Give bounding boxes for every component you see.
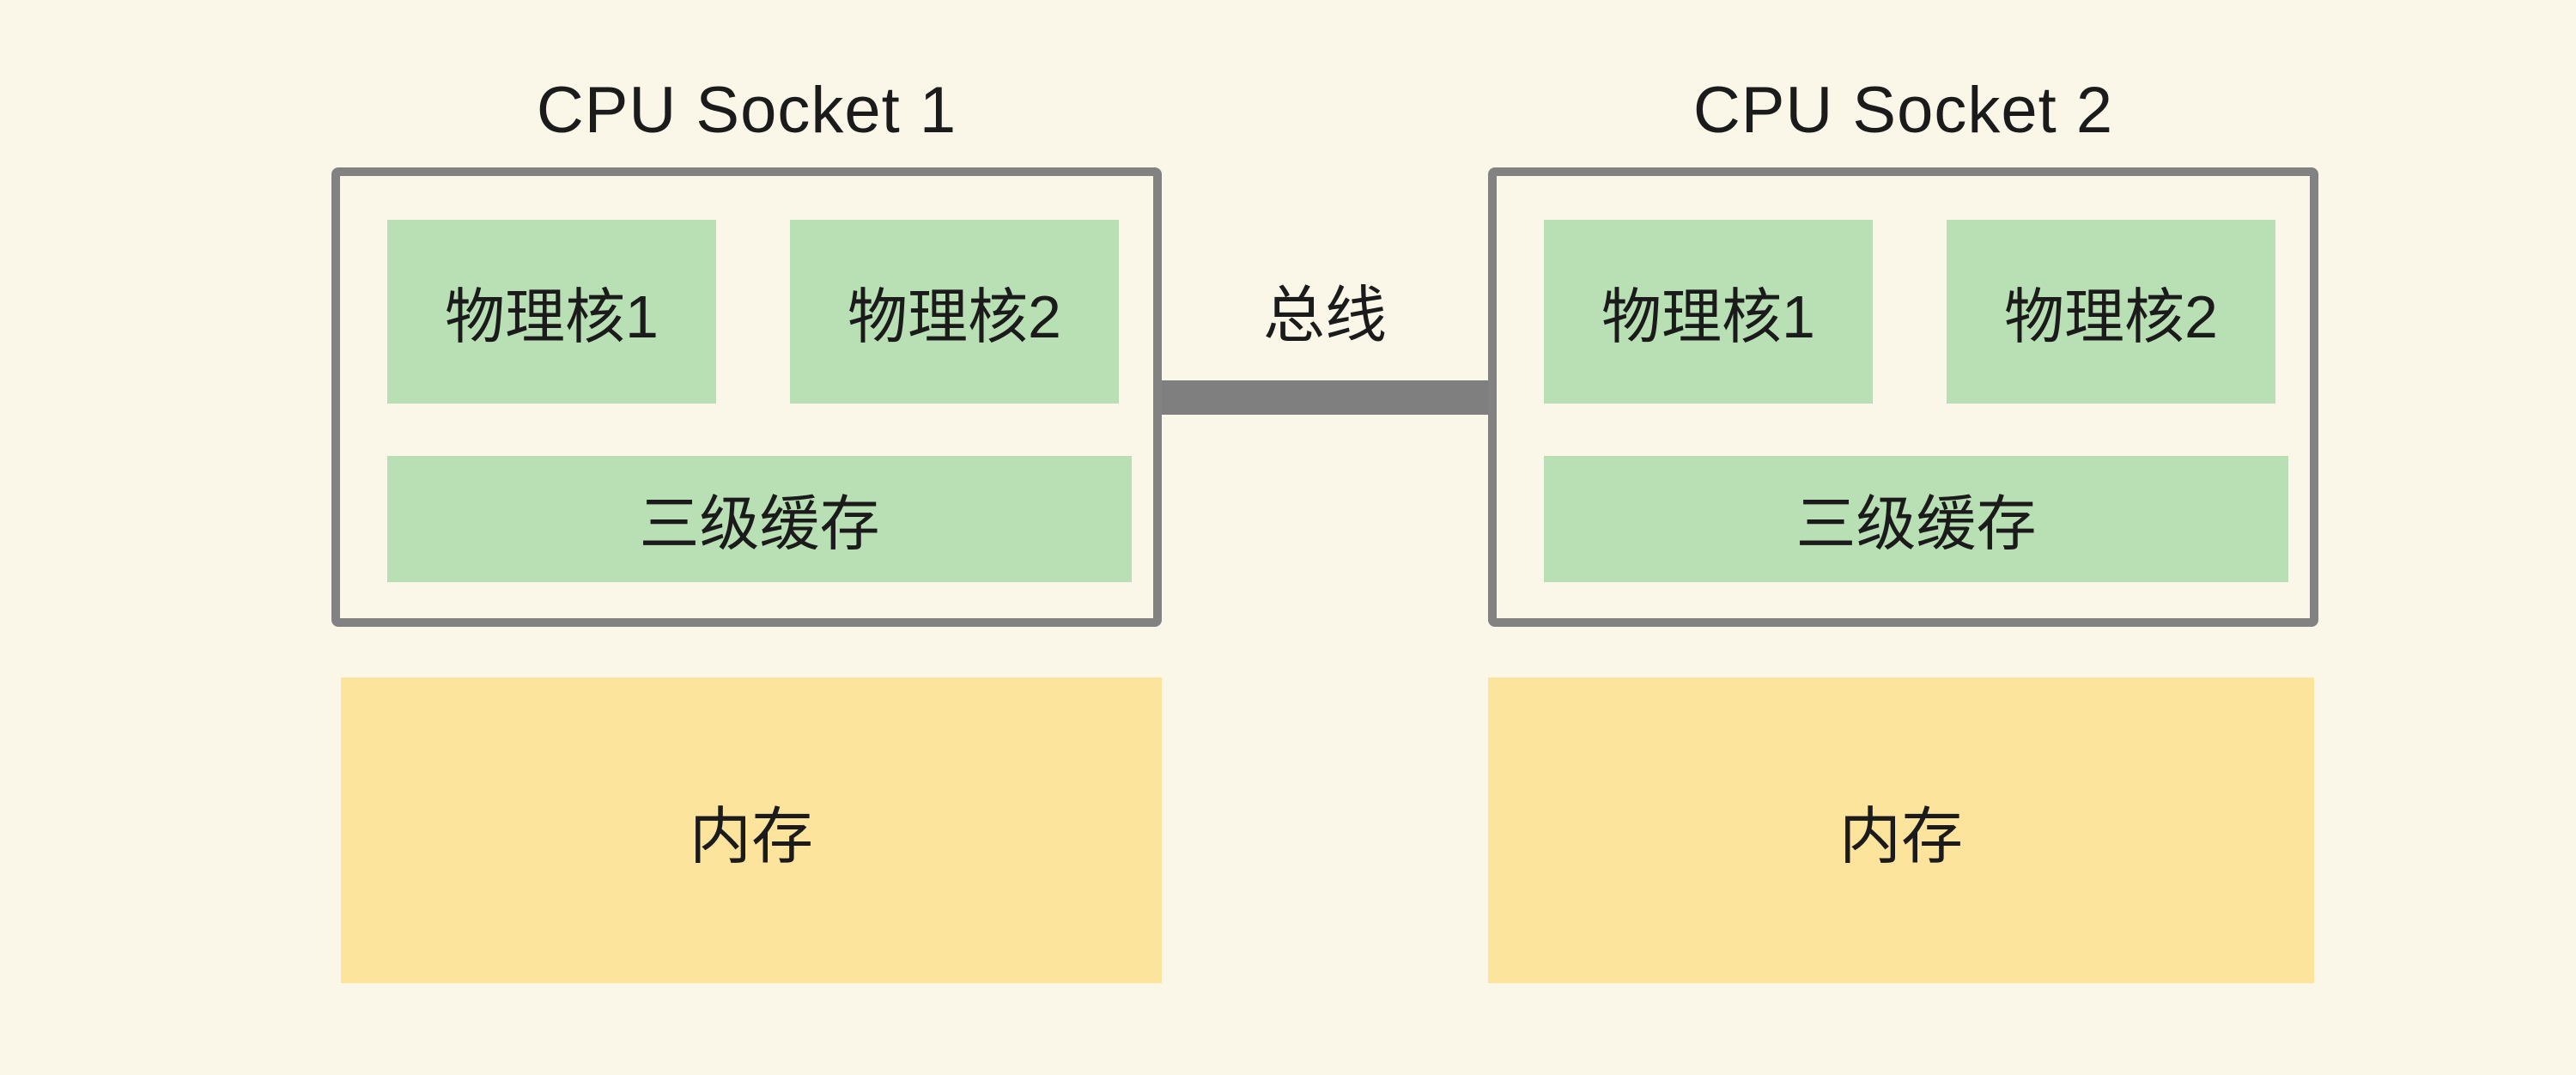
bus-label: 总线 <box>1262 281 1387 350</box>
socket2-memory-box: 内存 <box>1488 677 2314 983</box>
socket2-box: 物理核1 物理核2 三级缓存 <box>1488 167 2318 627</box>
socket1-core2-box: 物理核2 <box>790 220 1119 404</box>
bus-connector-bar <box>1162 380 1488 415</box>
socket1-core1-box: 物理核1 <box>387 220 716 404</box>
socket2-title: CPU Socket 2 <box>1692 73 2114 147</box>
socket2-core2-box: 物理核2 <box>1947 220 2275 404</box>
socket2-l3-cache-box: 三级缓存 <box>1544 456 2288 582</box>
socket1-title: CPU Socket 1 <box>536 73 957 147</box>
socket1-memory-box: 内存 <box>341 677 1162 983</box>
socket2-core1-box: 物理核1 <box>1544 220 1873 404</box>
socket1-box: 物理核1 物理核2 三级缓存 <box>331 167 1162 627</box>
socket1-l3-cache-box: 三级缓存 <box>387 456 1132 582</box>
